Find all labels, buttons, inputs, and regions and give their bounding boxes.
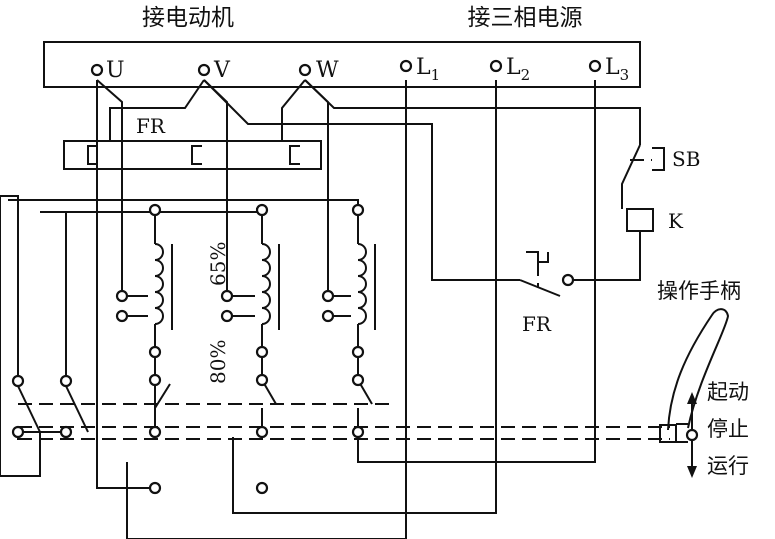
terminal-u-label: U bbox=[106, 58, 125, 83]
terminal-u-circle bbox=[90, 63, 104, 77]
terminal-w-label: W bbox=[316, 58, 339, 83]
fr-contact-label: FR bbox=[522, 312, 552, 336]
k-coil bbox=[626, 208, 654, 232]
k-label: K bbox=[668, 209, 684, 233]
terminal-v-label: V bbox=[213, 58, 231, 83]
drum-switch-contacts bbox=[154, 379, 373, 432]
autotransformer-coil-2 bbox=[227, 210, 280, 380]
terminal-l3-circle bbox=[588, 59, 602, 73]
terminal-l3-label: L3 bbox=[605, 55, 629, 84]
handle-label: 操作手柄 bbox=[657, 279, 741, 303]
tap-65-label: 65% bbox=[206, 242, 230, 286]
fr-heater-label: FR bbox=[136, 114, 166, 138]
fr-heater-bar bbox=[63, 140, 322, 170]
motor-header: 接电动机 bbox=[142, 5, 234, 31]
mechanical-linkage bbox=[18, 403, 670, 440]
start-label: 起动 bbox=[707, 380, 749, 404]
terminal-circles bbox=[11, 59, 699, 495]
fr-heater-elements bbox=[87, 145, 300, 165]
sb-label: SB bbox=[672, 147, 700, 171]
terminal-l2-label: L2 bbox=[506, 55, 530, 84]
autotransformer-coil-1 bbox=[122, 210, 173, 380]
stop-label: 停止 bbox=[707, 417, 749, 441]
terminal-l1-label: L1 bbox=[416, 55, 440, 84]
autotransformer-coil-3 bbox=[328, 210, 376, 380]
run-label: 运行 bbox=[707, 454, 749, 478]
power-header: 接三相电源 bbox=[468, 5, 583, 31]
terminal-box bbox=[43, 41, 641, 88]
fr-contact: FR bbox=[522, 251, 552, 336]
terminal-l1-circle bbox=[399, 59, 413, 73]
sb-button: SB bbox=[630, 147, 700, 171]
terminal-w-circle bbox=[298, 63, 312, 77]
terminal-v-circle bbox=[197, 63, 211, 77]
tap-80-label: 80% bbox=[206, 340, 230, 384]
terminal-l2-circle bbox=[489, 59, 503, 73]
